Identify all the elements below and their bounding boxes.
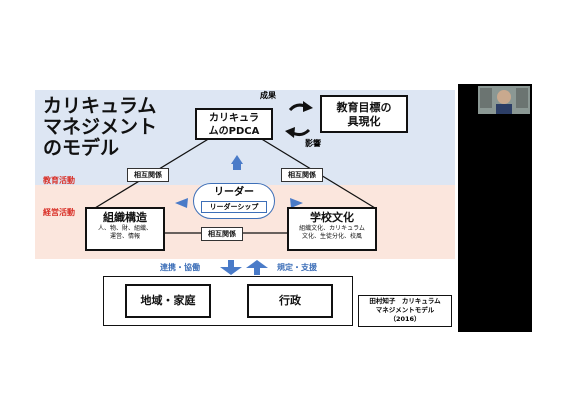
label-cooperation: 連携・協働 [160,263,200,272]
mutual-relation-left: 相互関係 [127,168,169,182]
video-panel[interactable] [458,84,532,332]
label-education: 教育活動 [43,176,75,185]
external-frame [103,276,353,326]
organization-box: 組織構造 人、物、財、組織、 運営、情報 [85,207,165,251]
community-box: 地域・家庭 [125,284,211,318]
slide-title: カリキュラム マネジメント のモデル [43,95,158,159]
pdca-box: カリキュラ ムのPDCA [195,108,273,140]
participant-icon [478,86,530,114]
label-management: 経営活動 [43,208,75,217]
mutual-relation-bottom: 相互関係 [201,227,243,241]
admin-box: 行政 [247,284,333,318]
goal-box: 教育目標の 具現化 [320,95,408,133]
mutual-relation-right: 相互関係 [281,168,323,182]
leader-title: リーダー [214,187,254,198]
label-support: 規定・支援 [277,263,317,272]
citation-box: 田村知子 カリキュラム マネジメントモデル （2016） [358,295,452,327]
slide-area: カリキュラム マネジメント のモデル 教育活動 経営活動 カリキュラ ムのPDC… [35,90,455,330]
label-seika: 成果 [260,91,276,100]
culture-box: 学校文化 組織文化、カリキュラム 文化、生徒分化、校風 [287,207,377,251]
label-eikyo: 影響 [305,139,321,148]
leadership-label: リーダーシップ [201,201,267,213]
webcam-participant[interactable] [478,86,530,114]
leader-ellipse: リーダー リーダーシップ [193,183,275,219]
